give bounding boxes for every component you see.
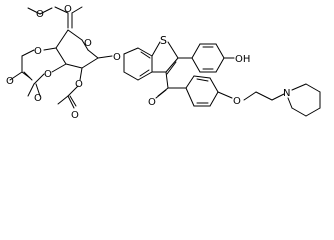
acetyl-oxygen-label-3: O: [6, 76, 14, 87]
acetyl-oxygen-label-5: O: [75, 79, 83, 90]
chemical-structure-diagram: O O O O O O O O O O S OH O O N: [6, 4, 321, 121]
acetyl-oxygen-label-6: O: [71, 110, 79, 121]
ether-oxygen-label: O: [233, 96, 241, 107]
hydroxyphenyl-fragment: [177, 43, 235, 73]
hydroxyl-label: OH: [235, 54, 250, 65]
sulfur-label: S: [160, 34, 167, 47]
ester-methyl-oxygen-label: O: [64, 4, 72, 15]
glucuronide-fragment: [9, 6, 113, 109]
benzothiophene-fragment: [123, 41, 179, 81]
piperidinylethoxy-benzoyl-fragment: [155, 71, 321, 117]
ester-oxygen-label: O: [36, 9, 44, 20]
acetyl-oxygen-label-2: O: [44, 69, 52, 80]
piperidine-nitrogen-label: N: [283, 88, 290, 99]
acetyl-oxygen-label-4: O: [34, 93, 42, 104]
acetyl-oxygen-label-1: O: [34, 46, 42, 57]
ring-oxygen-label: O: [84, 38, 92, 49]
glycosidic-oxygen-label: O: [113, 52, 121, 63]
ketone-oxygen-label: O: [148, 97, 156, 108]
